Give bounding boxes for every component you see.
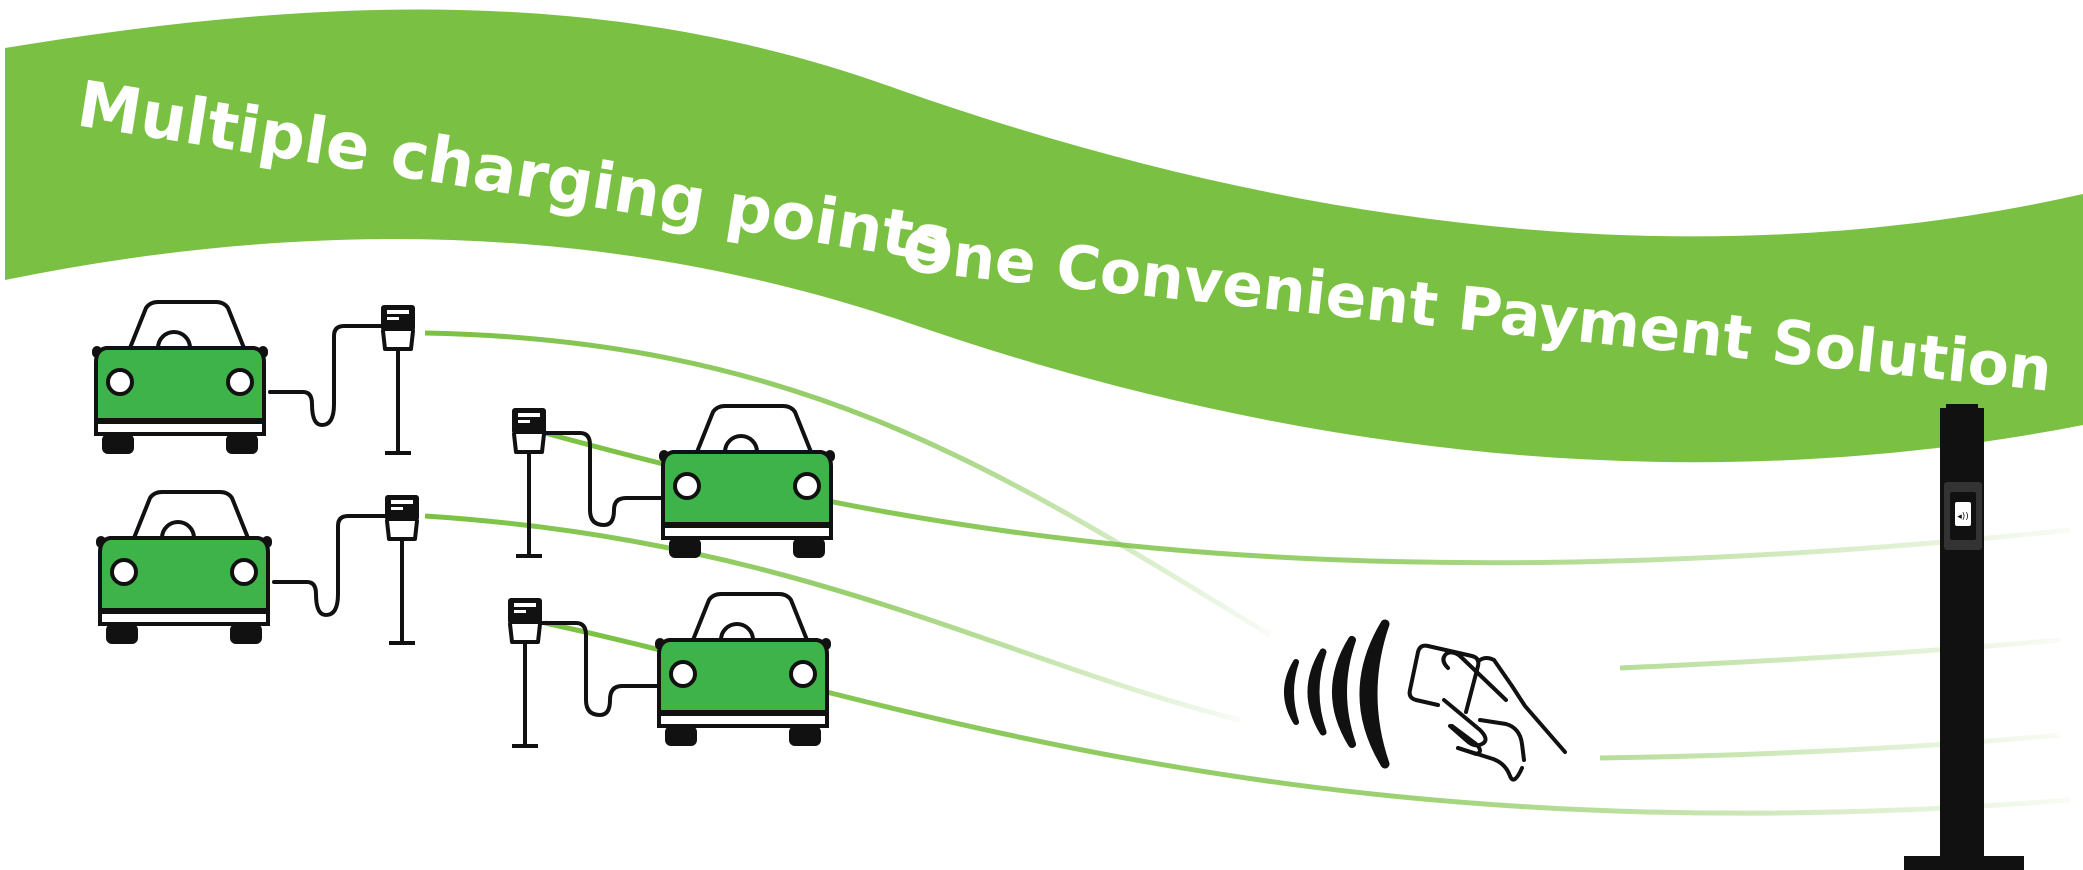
svg-text:◂)): ◂)) [1957, 512, 1969, 522]
car-icon [653, 592, 833, 748]
flow-line-1 [424, 330, 1272, 638]
charging-cable-icon [272, 514, 387, 617]
charging-post-icon [379, 303, 417, 455]
car-icon [657, 404, 837, 560]
charging-cable-icon [540, 621, 659, 717]
charging-post-icon [506, 596, 544, 748]
car-icon [94, 490, 274, 646]
payment-terminal-icon: ◂)) [1904, 404, 2024, 870]
charging-post-icon [510, 406, 548, 558]
contactless-wave-icon [1284, 619, 1390, 769]
charging-post-icon [383, 493, 421, 645]
flow-line-2 [424, 513, 1241, 723]
flow-line-5 [1619, 637, 2061, 671]
hand-with-card-icon [1407, 643, 1567, 782]
flow-line-6 [1599, 732, 2061, 761]
charging-cable-icon [268, 324, 383, 427]
car-icon [90, 300, 270, 456]
charging-cable-icon [544, 431, 663, 527]
banner-wave [5, 9, 2083, 463]
